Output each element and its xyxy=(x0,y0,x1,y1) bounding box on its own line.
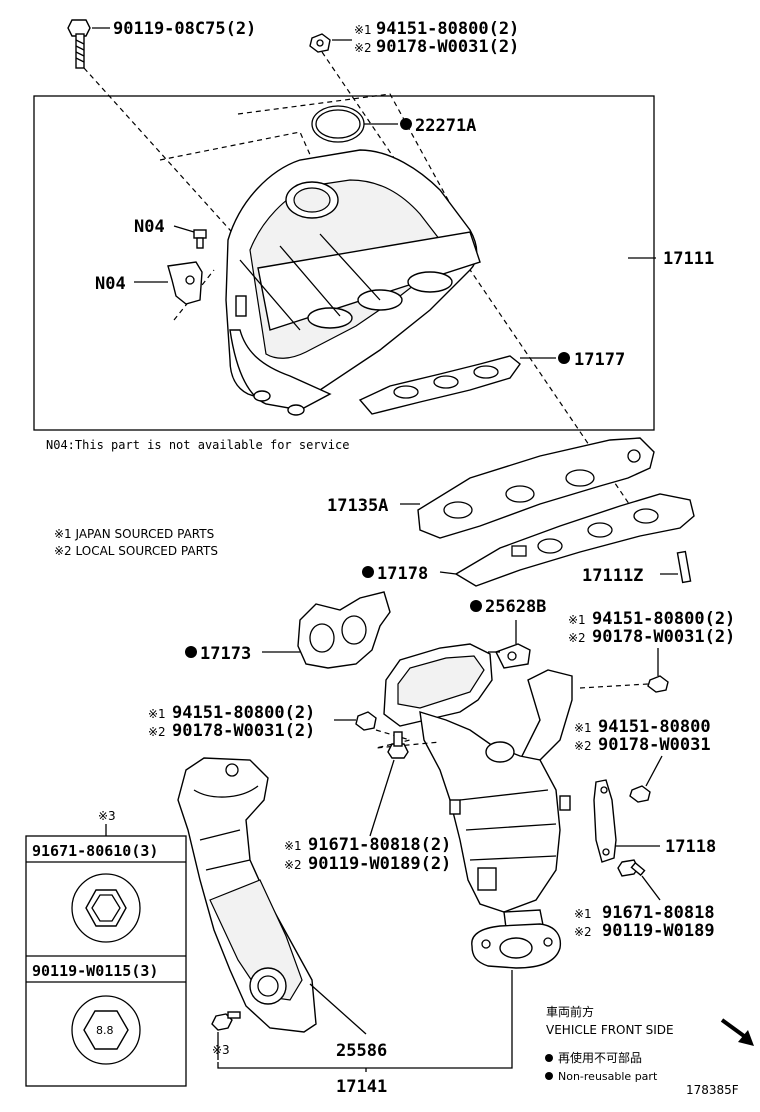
label-insulator-17135a: 17135A xyxy=(327,496,388,516)
label-gasket-17173: 17173 xyxy=(200,644,251,664)
bolt-3-icon xyxy=(211,1011,241,1031)
label-legend-bolt-1: 91671-80610(3) xyxy=(32,842,158,860)
label-nut-r1-1: 94151-80800(2) xyxy=(592,609,735,629)
n04-bracket-icon xyxy=(167,261,203,305)
bolt-head-mark: 8.8 xyxy=(96,1024,114,1037)
gasket-25628b-icon xyxy=(495,643,531,669)
label-gasket-25628b: 25628B xyxy=(485,597,546,617)
legend-nonreuse-jp: 再使用不可部品 xyxy=(558,1050,642,1065)
gasket-17178-icon xyxy=(454,493,695,587)
bolt-c-icon xyxy=(387,731,409,759)
sym-1: ※1 xyxy=(574,907,592,921)
bullet-non-reusable-icon xyxy=(558,352,570,364)
nut-r2-icon xyxy=(629,785,651,803)
bolt-r-icon xyxy=(617,859,646,877)
manifold-group-frame xyxy=(33,95,655,431)
sym-2: ※2 xyxy=(284,858,302,872)
label-nut-l-2: 90178-W0031(2) xyxy=(172,721,315,741)
hex-bolt-head-icon: 8.8 xyxy=(71,995,141,1065)
mark-3-bottom: ※3 xyxy=(212,1043,230,1057)
sym-2: ※2 xyxy=(574,739,592,753)
note-japan-sourced: ※1 JAPAN SOURCED PARTS xyxy=(54,527,214,541)
label-stud-17111z: 17111Z xyxy=(582,566,643,586)
legend-nonreuse-en: Non-reusable part xyxy=(558,1070,658,1083)
sym-1: ※1 xyxy=(284,839,302,853)
label-nut-top-2: 90178-W0031(2) xyxy=(376,37,519,57)
note-local-sourced: ※2 LOCAL SOURCED PARTS xyxy=(54,544,218,558)
label-bolt-top: 90119-08C75(2) xyxy=(113,19,256,39)
sym-2: ※2 xyxy=(354,41,372,55)
label-nut-r1-2: 90178-W0031(2) xyxy=(592,627,735,647)
label-manifold-17141: 17141 xyxy=(336,1077,387,1097)
insulator-17135a-icon xyxy=(417,437,655,539)
sym-2: ※2 xyxy=(148,725,166,739)
label-gasket-17177: 17177 xyxy=(574,350,625,370)
bracket-17118-icon xyxy=(593,779,617,863)
label-bolt-r-2: 90119-W0189 xyxy=(602,921,715,941)
label-n04-b: N04 xyxy=(95,274,126,294)
label-gasket-22271a: 22271A xyxy=(415,116,476,136)
label-bolt-c-2: 90119-W0189(2) xyxy=(308,854,451,874)
bolt-90119-icon xyxy=(67,19,91,69)
sym-2: ※2 xyxy=(574,925,592,939)
stud-17111z-icon xyxy=(676,550,692,584)
label-nut-r2-1: 94151-80800 xyxy=(598,717,711,737)
bullet-non-reusable-icon xyxy=(470,600,482,612)
front-side-jp: 車両前方 xyxy=(546,1004,594,1019)
label-n04-a: N04 xyxy=(134,217,165,237)
bullet-non-reusable-icon xyxy=(545,1054,553,1062)
sym-1: ※1 xyxy=(354,23,372,37)
note-n04: N04:This part is not available for servi… xyxy=(46,438,349,452)
label-nut-top-1: 94151-80800(2) xyxy=(376,19,519,39)
label-insulator-25586: 25586 xyxy=(336,1041,387,1061)
label-manifold-17111: 17111 xyxy=(663,249,714,269)
front-arrow-icon xyxy=(720,1018,754,1046)
bullet-non-reusable-icon xyxy=(185,646,197,658)
label-bolt-r-1: 91671-80818 xyxy=(602,903,715,923)
label-bolt-c-1: 91671-80818(2) xyxy=(308,835,451,855)
sym-1: ※1 xyxy=(568,613,586,627)
gasket-22271a-icon xyxy=(311,105,365,143)
label-legend-bolt-2: 90119-W0115(3) xyxy=(32,962,158,980)
exhaust-manifold-17141 xyxy=(383,643,573,969)
label-bracket-17118: 17118 xyxy=(665,837,716,857)
sym-1: ※1 xyxy=(148,707,166,721)
bullet-non-reusable-icon xyxy=(400,118,412,130)
label-gasket-17178: 17178 xyxy=(377,564,428,584)
front-side-en: VEHICLE FRONT SIDE xyxy=(546,1023,674,1037)
hex-bolt-head-icon xyxy=(71,873,141,943)
n04-bolt-icon xyxy=(193,229,207,249)
gasket-17177-icon xyxy=(358,355,521,415)
intake-manifold-17111 xyxy=(225,149,481,416)
mark-3-top: ※3 xyxy=(98,809,116,823)
figure-code: 178385F xyxy=(686,1083,739,1097)
nut-l-icon xyxy=(355,711,377,731)
label-nut-r2-2: 90178-W0031 xyxy=(598,735,711,755)
sym-2: ※2 xyxy=(568,631,586,645)
label-nut-l-1: 94151-80800(2) xyxy=(172,703,315,723)
nut-r1-icon xyxy=(647,675,669,693)
nut-top-icon xyxy=(309,33,331,53)
insulator-25586-icon xyxy=(177,757,317,1033)
gasket-17173-icon xyxy=(297,591,391,669)
sym-1: ※1 xyxy=(574,721,592,735)
legend-bolt-box xyxy=(25,835,187,1087)
bullet-non-reusable-icon xyxy=(545,1072,553,1080)
bullet-non-reusable-icon xyxy=(362,566,374,578)
